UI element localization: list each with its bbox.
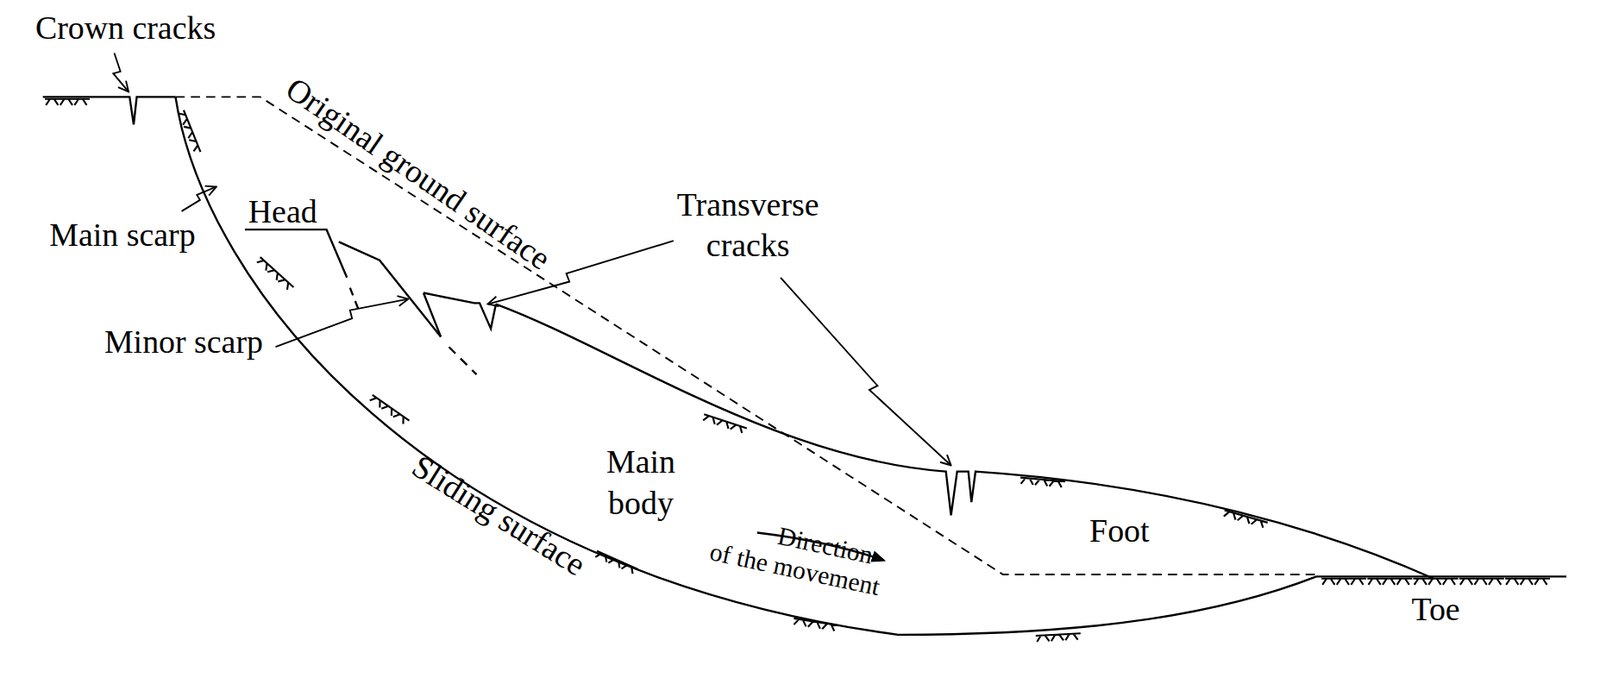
callout-label: Transverse cracks bbox=[646, 183, 851, 266]
part-label: Head bbox=[248, 191, 318, 231]
ground-line bbox=[43, 96, 176, 125]
minor-scarp-block bbox=[338, 241, 441, 337]
block-top bbox=[423, 293, 496, 338]
head-block bbox=[244, 229, 347, 278]
part-label: Foot bbox=[1089, 510, 1149, 550]
hidden-crack bbox=[449, 346, 477, 375]
direction-label: Direction of the movement bbox=[707, 508, 898, 604]
ground-line bbox=[1316, 575, 1567, 578]
displaced-surface bbox=[495, 304, 1434, 579]
leader-line bbox=[275, 299, 408, 348]
surface-label: Original ground surface bbox=[278, 69, 559, 278]
callout-label: Main scarp bbox=[49, 214, 195, 254]
callout-label: Minor scarp bbox=[104, 322, 264, 362]
leader-line bbox=[780, 277, 952, 466]
leader-line bbox=[112, 53, 129, 93]
hatch-marks bbox=[44, 99, 1550, 642]
part-label: Toe bbox=[1411, 589, 1460, 629]
leader-line bbox=[181, 186, 217, 211]
surface-label: Sliding surface bbox=[405, 446, 594, 584]
callout-label: Crown cracks bbox=[35, 7, 216, 47]
part-label: Main body bbox=[584, 440, 697, 525]
sliding-surface bbox=[175, 96, 1317, 634]
hidden-crack bbox=[350, 288, 360, 312]
original-ground-surface bbox=[175, 96, 1317, 575]
